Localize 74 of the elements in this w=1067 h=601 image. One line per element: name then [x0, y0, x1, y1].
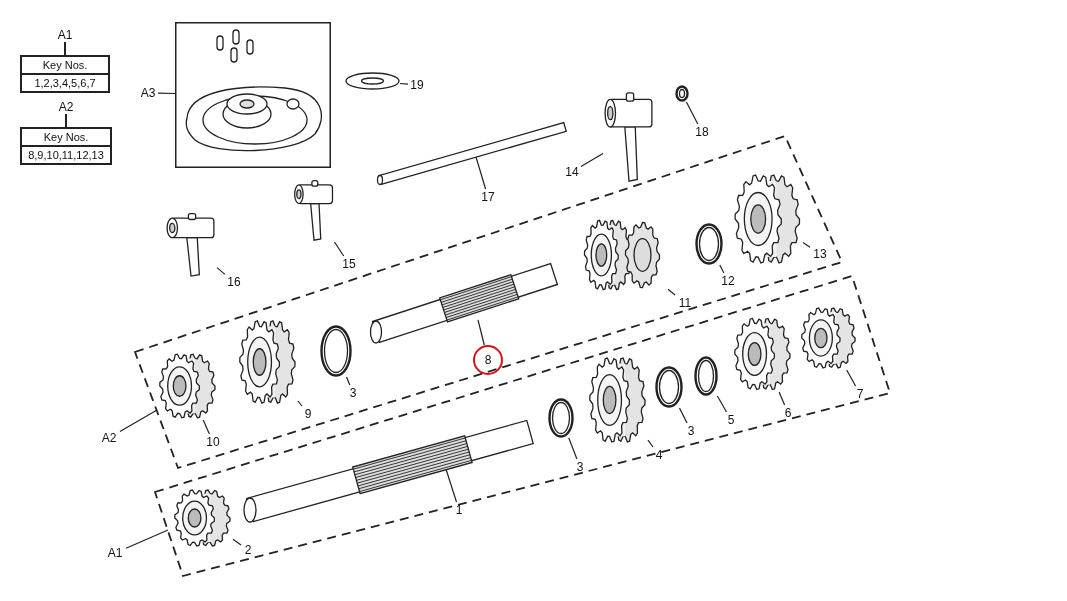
- leader-line: [719, 264, 725, 274]
- callout-number: 15: [340, 256, 358, 272]
- dashed-group-outline: [153, 274, 892, 578]
- table-cell-text: Key Nos.: [42, 130, 90, 145]
- callout-label: A3: [138, 85, 158, 101]
- inset-box-drawing: [175, 22, 331, 168]
- leader-line: [580, 152, 604, 168]
- callout-number: 14: [563, 164, 581, 180]
- gear-drawing: [800, 306, 858, 370]
- ring-drawing: [695, 223, 723, 265]
- callout-number: 12: [718, 273, 738, 289]
- gear-drawing: [733, 172, 803, 266]
- gear-drawing: [238, 318, 298, 406]
- callout-number: 16: [225, 274, 243, 290]
- splined-shaft-drawing: [243, 420, 535, 522]
- table-cell: 1,2,3,4,5,6,7: [22, 73, 108, 91]
- circled-callout-number: 8: [473, 345, 503, 375]
- table-cell: 8,9,10,11,12,13: [22, 145, 110, 163]
- leader-line: [475, 156, 487, 190]
- gear-drawing: [733, 316, 793, 392]
- leader-line: [568, 437, 578, 460]
- table-heading: A2: [57, 100, 75, 114]
- gear-drawing: [588, 355, 648, 445]
- leader-line: [345, 376, 351, 386]
- callout-number: 13: [810, 246, 830, 262]
- washer-drawing: [345, 72, 400, 90]
- callout-number: 11: [675, 295, 695, 311]
- ring-drawing: [675, 85, 689, 102]
- leader-line: [125, 529, 169, 549]
- callout-number: 1: [452, 502, 466, 518]
- leader-line: [297, 400, 303, 407]
- leader-line: [667, 288, 676, 296]
- leader-line: [477, 319, 485, 346]
- callout-number: 3: [345, 385, 361, 401]
- leader-line: [119, 409, 158, 433]
- callout-number: 2: [241, 542, 255, 558]
- leader-line: [647, 439, 654, 448]
- ring-drawing: [320, 325, 352, 377]
- leader-line: [778, 391, 786, 406]
- gear-drawing: [173, 488, 233, 548]
- leader-line: [678, 407, 688, 424]
- splined-shaft-drawing: [368, 262, 560, 344]
- callout-number: 4: [652, 447, 666, 463]
- leader-line: [846, 369, 857, 387]
- shift-fork-drawing: [165, 213, 217, 278]
- callout-label: A1: [104, 545, 126, 561]
- leader-line: [716, 395, 728, 413]
- callout-number: 10: [202, 434, 224, 450]
- callout-number: 18: [693, 124, 711, 140]
- callout-number: 17: [479, 189, 497, 205]
- ring-drawing: [655, 366, 683, 408]
- table-cell-text: Key Nos.: [41, 58, 89, 73]
- callout-number: 3: [572, 459, 588, 475]
- leader-line: [157, 92, 176, 95]
- callout-number: 19: [408, 77, 426, 93]
- table-heading: A1: [56, 28, 74, 42]
- callout-number: 3: [683, 423, 699, 439]
- callout-number: 7: [853, 386, 867, 402]
- shift-fork-drawing: [603, 92, 655, 184]
- leader-line: [399, 82, 409, 85]
- gear-drawing: [158, 352, 218, 420]
- callout-number: 5: [724, 412, 738, 428]
- leader-line: [216, 267, 226, 275]
- leader-line: [333, 241, 345, 257]
- ring-drawing: [548, 398, 574, 438]
- callout-label: A2: [98, 430, 120, 446]
- leader-line: [685, 101, 699, 125]
- callout-number: 6: [781, 405, 795, 421]
- leader-line: [202, 419, 210, 435]
- leader-line: [802, 242, 811, 248]
- shift-fork-drawing: [293, 180, 335, 242]
- callout-number: 9: [300, 406, 316, 422]
- ring-drawing: [694, 356, 718, 396]
- leader-line: [232, 538, 242, 546]
